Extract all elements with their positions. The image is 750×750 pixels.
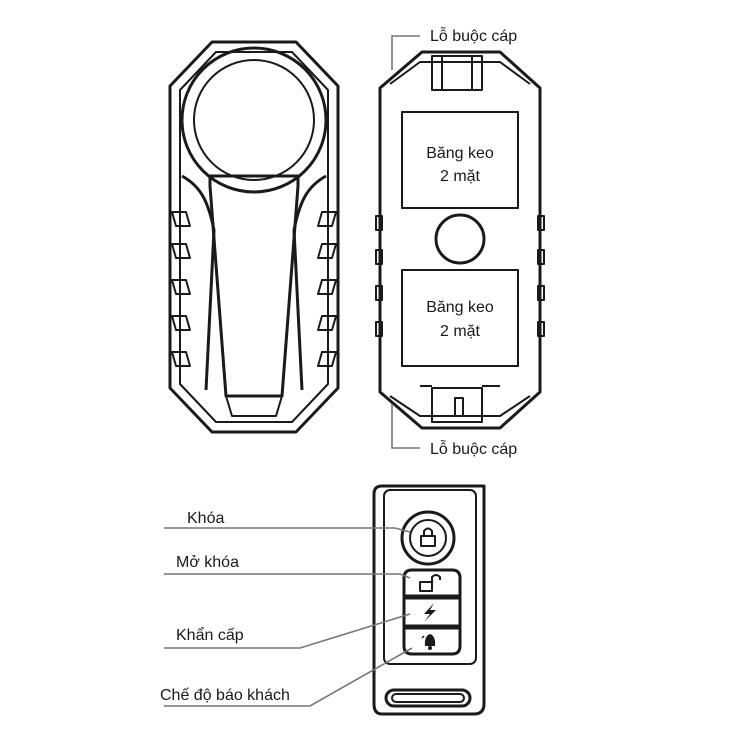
lock-label: Khóa — [187, 510, 224, 527]
unlock-icon — [419, 574, 441, 592]
back-side-notches — [375, 215, 545, 337]
tape-bottom-line2: 2 mặt — [440, 323, 481, 340]
lightning-icon — [424, 603, 436, 622]
alarm-back-view: Băng keo 2 mặt Băng keo 2 mặt Lỗ buộc cá… — [375, 26, 545, 458]
tape-top-line2: 2 mặt — [440, 168, 481, 185]
bell-icon — [421, 634, 436, 650]
back-center-circle — [434, 213, 486, 265]
front-right-ribs — [317, 211, 337, 367]
unlock-label: Mở khóa — [176, 554, 239, 571]
guest-mode-label: Chế độ báo khách — [160, 687, 290, 704]
unlock-button — [402, 568, 462, 598]
front-left-ribs — [171, 211, 191, 367]
tape-bottom-line1: Băng keo — [426, 299, 494, 316]
tape-top-line1: Băng keo — [426, 145, 494, 162]
guest-mode-button — [402, 626, 462, 656]
emergency-button — [402, 596, 462, 628]
cable-hole-bottom-label: Lỗ buộc cáp — [430, 439, 517, 458]
remote-control: Khóa Mở khóa Khẩn cấp Chế độ báo khách — [160, 484, 486, 716]
front-round-button — [180, 46, 328, 194]
tape-area-top — [401, 111, 519, 209]
lock-button — [400, 510, 456, 566]
lock-icon — [420, 527, 436, 547]
cable-hole-top-label: Lỗ buộc cáp — [430, 26, 517, 45]
alarm-front-view — [168, 40, 340, 434]
tape-area-bottom — [401, 269, 519, 367]
emergency-label: Khẩn cấp — [176, 626, 244, 644]
top-cable-hole — [431, 55, 483, 91]
bottom-cable-hole — [431, 387, 483, 423]
